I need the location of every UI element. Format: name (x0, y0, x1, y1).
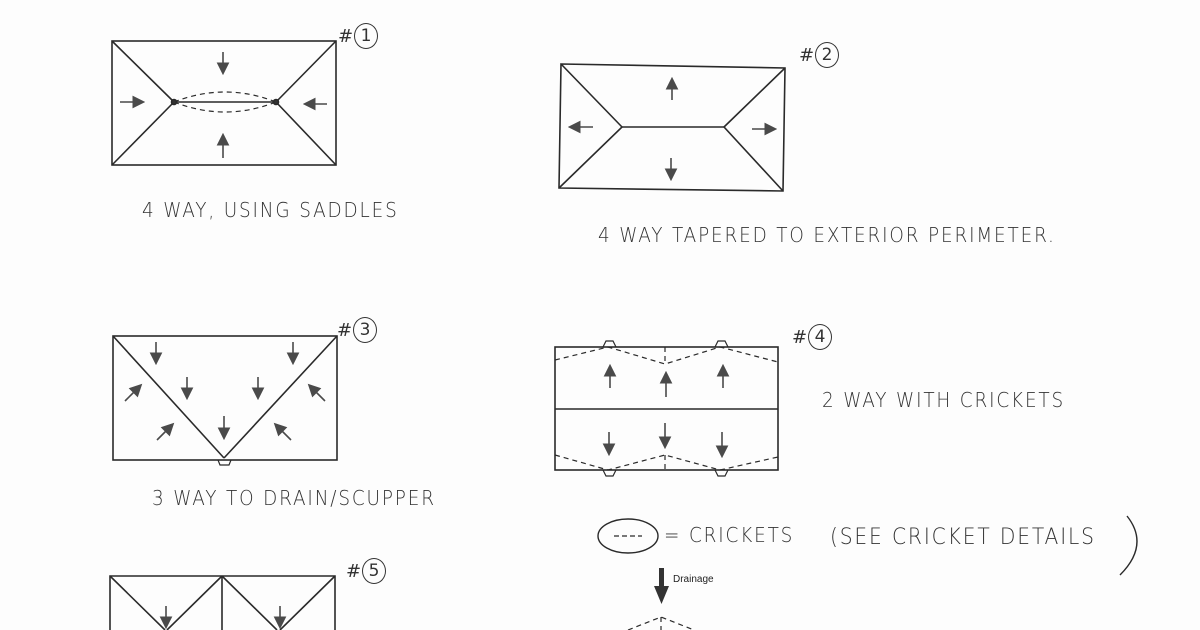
circled-number: 2 (815, 42, 840, 68)
legend-ellipse (597, 518, 659, 554)
legend-crickets-text: = CRICKETS (664, 523, 795, 547)
diagram-2-caption: 4 WAY TAPERED TO EXTERIOR PERIMETER. (598, 223, 1056, 247)
circled-number: 1 (354, 23, 379, 49)
circled-number: 4 (808, 324, 833, 350)
diagram-5-number: #5 (346, 558, 387, 584)
legend-note: (SEE CRICKET DETAILS (830, 525, 1096, 550)
diagram-1-number: #1 (338, 23, 379, 49)
diagram-4-caption: 2 WAY WITH CRICKETS (822, 388, 1066, 412)
diagram-4-roof (554, 340, 779, 477)
drainage-arrow (654, 568, 669, 604)
flow-arrows (120, 52, 778, 630)
circled-number: 3 (353, 317, 378, 343)
diagram-2-roof (558, 63, 786, 192)
circled-number: 5 (362, 558, 387, 584)
diagram-3-roof (112, 335, 338, 466)
diagram-2-number: #2 (799, 42, 840, 68)
drainage-label: Drainage (673, 574, 714, 585)
diagram-5-roof (109, 575, 336, 630)
diagram-3-caption: 3 WAY TO DRAIN/SCUPPER (152, 486, 436, 510)
diagram-1-caption: 4 WAY, USING SADDLES (142, 198, 399, 222)
diagram-4-number: #4 (792, 324, 833, 350)
diagram-3-number: #3 (337, 317, 378, 343)
diagram-1-roof (111, 40, 337, 166)
